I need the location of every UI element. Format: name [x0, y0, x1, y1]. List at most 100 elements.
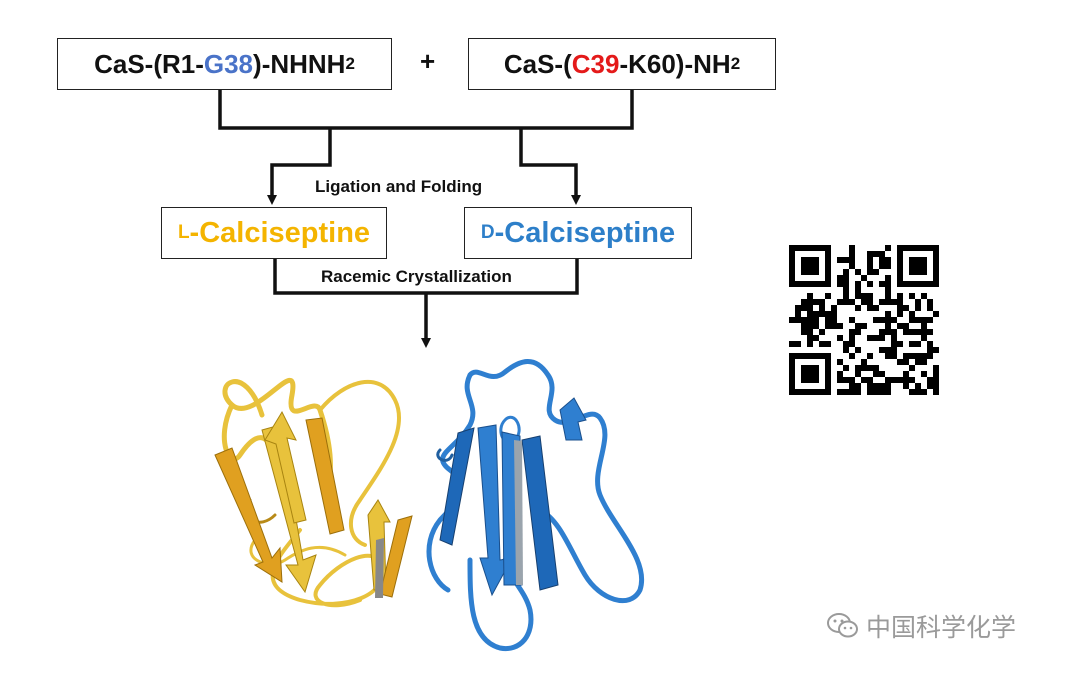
qr-module — [873, 269, 879, 275]
qr-module — [855, 287, 861, 293]
qr-module — [909, 293, 915, 299]
qr-module — [855, 329, 861, 335]
qr-module — [795, 305, 801, 311]
qr-module — [867, 305, 873, 311]
qr-module — [825, 317, 831, 323]
qr-module — [879, 281, 885, 287]
qr-module — [837, 299, 843, 305]
qr-module — [837, 389, 843, 395]
qr-module — [807, 317, 813, 323]
qr-module — [885, 299, 891, 305]
qr-module — [885, 311, 891, 317]
qr-module — [891, 335, 897, 341]
qr-module — [897, 341, 903, 347]
qr-module — [837, 359, 843, 365]
qr-module — [843, 269, 849, 275]
d-calciseptine-ribbon — [426, 359, 645, 652]
qr-module — [921, 329, 927, 335]
qr-module — [921, 389, 927, 395]
qr-module — [843, 287, 849, 293]
qr-module — [915, 305, 921, 311]
qr-module — [843, 389, 849, 395]
qr-module — [807, 329, 813, 335]
wechat-watermark: 中国科学化学 — [826, 608, 1016, 644]
qr-module — [927, 347, 933, 353]
qr-module — [849, 251, 855, 257]
qr-module — [909, 341, 915, 347]
qr-module — [813, 323, 819, 329]
qr-module — [843, 257, 849, 263]
qr-module — [921, 371, 927, 377]
qr-module — [807, 335, 813, 341]
qr-module — [807, 299, 813, 305]
qr-module — [843, 341, 849, 347]
qr-module — [903, 359, 909, 365]
qr-module — [885, 287, 891, 293]
qr-module — [915, 383, 921, 389]
qr-module — [915, 389, 921, 395]
qr-module — [873, 383, 879, 389]
qr-module — [897, 359, 903, 365]
qr-module — [849, 377, 855, 383]
qr-module — [903, 377, 909, 383]
qr-module — [843, 365, 849, 371]
qr-module — [849, 383, 855, 389]
qr-module — [789, 341, 795, 347]
qr-module — [921, 359, 927, 365]
qr-module — [879, 347, 885, 353]
qr-module — [921, 335, 927, 341]
qr-module — [849, 341, 855, 347]
reactant-right-part2: -K60)-NH — [619, 48, 731, 79]
qr-module — [819, 299, 825, 305]
qr-module — [903, 371, 909, 377]
qr-module — [903, 305, 909, 311]
qr-module — [843, 377, 849, 383]
qr-module — [891, 377, 897, 383]
reactant-right-highlight: C39 — [571, 48, 620, 79]
racemic-crystal-structure — [214, 359, 645, 652]
qr-module — [867, 263, 873, 269]
qr-module — [813, 335, 819, 341]
qr-module — [879, 383, 885, 389]
qr-code[interactable] — [789, 245, 939, 395]
qr-module — [897, 323, 903, 329]
qr-module — [807, 341, 813, 347]
wechat-icon — [827, 613, 858, 638]
qr-module — [867, 281, 873, 287]
qr-module — [879, 299, 885, 305]
qr-module — [801, 305, 807, 311]
qr-module — [885, 353, 891, 359]
qr-module — [897, 311, 903, 317]
qr-module — [855, 383, 861, 389]
qr-module — [855, 347, 861, 353]
qr-module — [849, 257, 855, 263]
qr-module — [915, 359, 921, 365]
qr-module — [825, 341, 831, 347]
qr-module — [867, 299, 873, 305]
qr-module — [921, 353, 927, 359]
reactant-left-part2: )-NHNH — [253, 48, 346, 79]
qr-module — [849, 335, 855, 341]
qr-module — [915, 317, 921, 323]
qr-module — [885, 389, 891, 395]
qr-module — [909, 311, 915, 317]
product-l-name: -Calciseptine — [189, 216, 371, 249]
qr-module — [885, 329, 891, 335]
qr-module — [867, 293, 873, 299]
qr-module — [915, 353, 921, 359]
qr-module — [855, 269, 861, 275]
qr-module — [885, 263, 891, 269]
qr-module — [897, 299, 903, 305]
qr-module — [837, 371, 843, 377]
qr-module — [885, 275, 891, 281]
watermark-text: 中国科学化学 — [866, 613, 1017, 642]
qr-module — [927, 383, 933, 389]
qr-module — [933, 311, 939, 317]
qr-module — [855, 281, 861, 287]
qr-module — [825, 293, 831, 299]
qr-module — [891, 317, 897, 323]
qr-module — [867, 389, 873, 395]
qr-module — [861, 299, 867, 305]
